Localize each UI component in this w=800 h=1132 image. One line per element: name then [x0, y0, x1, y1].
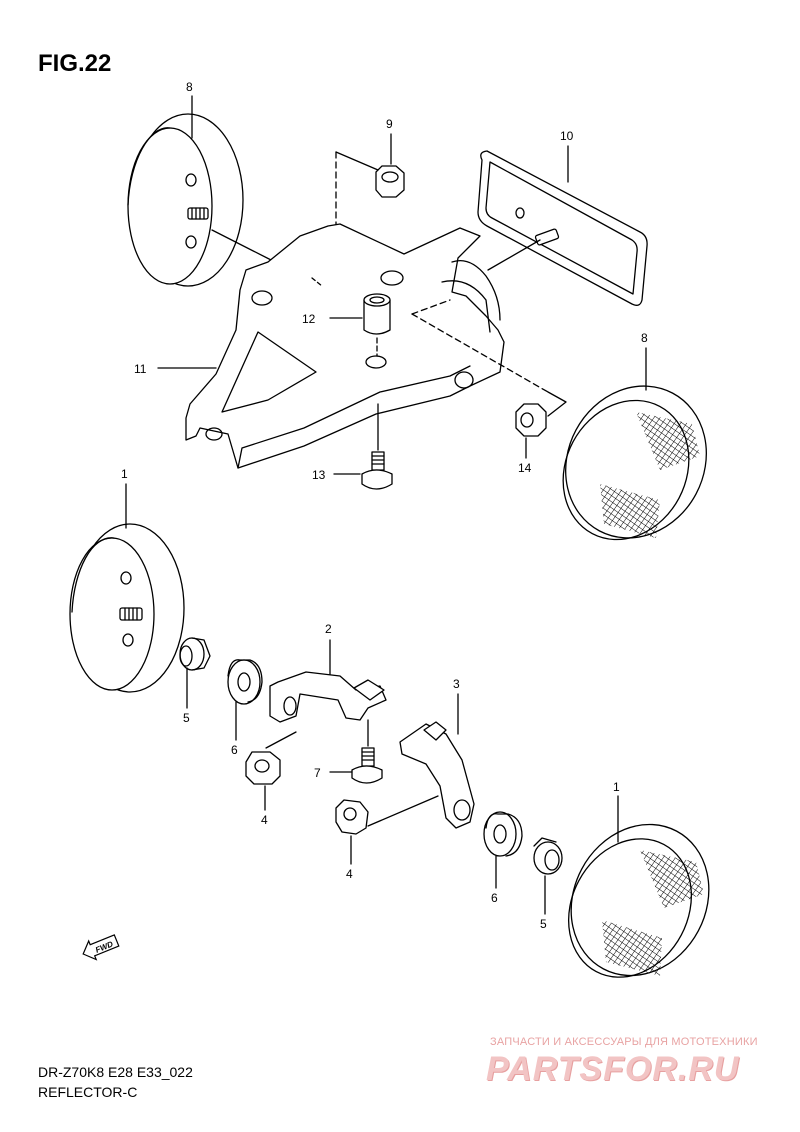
callout-8b: 8	[641, 331, 648, 345]
fwd-arrow-icon: FWD	[82, 934, 120, 961]
callout-8a: 8	[186, 80, 193, 94]
callout-5a: 5	[183, 711, 190, 725]
diagram-code: DR-Z70K8 E28 E33_022	[38, 1064, 193, 1080]
watermark-logo: PARTSFOR.RU	[486, 1050, 740, 1088]
bolt-7	[351, 747, 383, 784]
reflector-bottom-left	[69, 523, 185, 693]
bracket-main	[185, 223, 505, 469]
bracket-3	[399, 721, 475, 829]
nut-9	[375, 165, 405, 198]
nut-4-left	[245, 751, 281, 785]
reflector-top-right	[562, 385, 707, 541]
figure-title: FIG.22	[38, 50, 112, 77]
reflector-rectangular	[477, 150, 648, 306]
bolt-13	[361, 451, 393, 490]
collar-5-right	[533, 837, 563, 875]
collar-5-left	[179, 637, 211, 671]
diagram-name: REFLECTOR-C	[38, 1084, 138, 1100]
callout-4a: 4	[261, 813, 268, 827]
callout-1b: 1	[613, 780, 620, 794]
watermark-tagline: ЗАПЧАСТИ И АКСЕССУАРЫ ДЛЯ МОТОТЕХНИКИ	[490, 1036, 758, 1048]
callout-6b: 6	[491, 891, 498, 905]
callout-12: 12	[302, 312, 316, 326]
callout-6a: 6	[231, 743, 238, 757]
callout-7: 7	[314, 766, 321, 780]
collar-12	[363, 293, 391, 335]
grommet-6-right	[483, 811, 523, 857]
callout-2: 2	[325, 622, 332, 636]
reflector-bottom-right	[567, 823, 710, 978]
callout-3: 3	[453, 677, 460, 691]
callout-9: 9	[386, 117, 393, 131]
grommet-6-left	[227, 659, 263, 705]
callout-10: 10	[560, 129, 574, 143]
bracket-2	[269, 671, 387, 723]
callout-11: 11	[134, 362, 147, 376]
callout-labels: 8 9 10 12 11 8 13 14 1 2 3 5 6 7 4 4 6 5…	[121, 80, 648, 931]
callout-1a: 1	[121, 467, 128, 481]
nut-4-right	[335, 799, 369, 835]
callout-5b: 5	[540, 917, 547, 931]
callout-13: 13	[312, 468, 326, 482]
callout-4b: 4	[346, 867, 353, 881]
reflector-top-left	[127, 113, 244, 287]
callout-14: 14	[518, 461, 532, 475]
nut-14	[515, 403, 547, 437]
